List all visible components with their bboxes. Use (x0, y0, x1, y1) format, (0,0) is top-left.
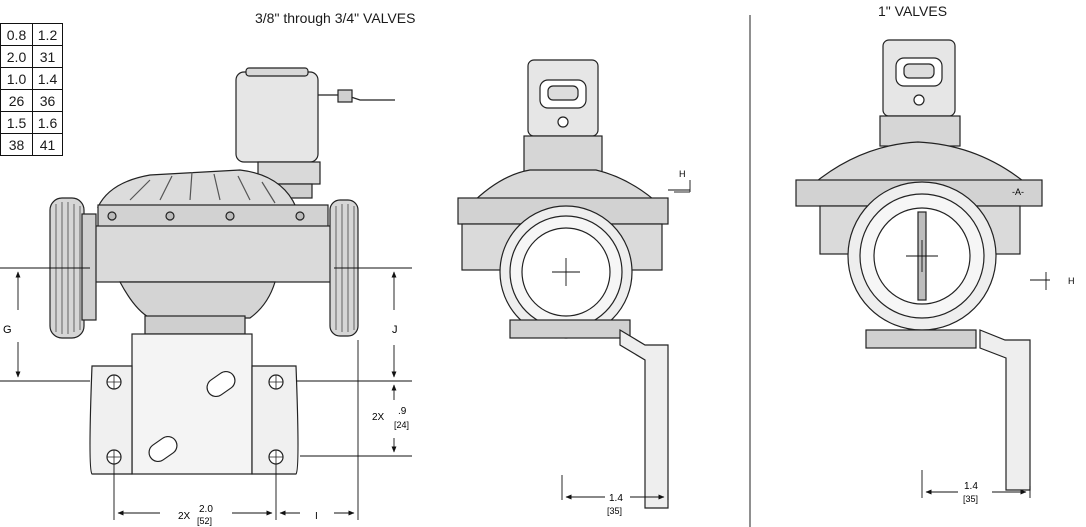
table-cell: 41 (32, 133, 63, 156)
dim-H-mid-label: H (679, 169, 686, 179)
end-view-dimensions (552, 180, 691, 500)
bracket-mid-mm: [35] (607, 506, 622, 516)
bracket-right-mm: [35] (963, 494, 978, 504)
large-view-dimensions (906, 240, 1050, 498)
dim-H-right-label: H (1068, 276, 1075, 286)
dim-G-label: G (3, 324, 12, 336)
slot-spacing-prefix: 2X (372, 412, 385, 423)
slot-spacing-mm: [24] (394, 420, 409, 430)
table-cell: 0.8 (0, 23, 33, 46)
end-view-small-valve (457, 59, 669, 509)
dim-J-label: J (392, 324, 398, 336)
table-cell: 1.4 (32, 67, 63, 90)
slot-spacing-inch: .9 (398, 406, 407, 417)
table-cell: 1.6 (32, 111, 63, 134)
side-view-dimensions (0, 267, 412, 520)
small-valves-title: 3/8" through 3/4" VALVES (255, 10, 416, 26)
side-view-small-valve (49, 67, 395, 475)
datum-A-marker: -A- (1012, 187, 1024, 197)
dim-I-label: I (315, 511, 318, 522)
end-view-large-valve (795, 39, 1043, 491)
bolt-spacing-prefix: 2X (178, 511, 191, 522)
bolt-spacing-mm: [52] (197, 516, 212, 526)
bolt-spacing-inch: 2.0 (199, 504, 213, 515)
solenoid-coil (235, 71, 319, 163)
table-cell: 1.0 (0, 67, 33, 90)
table-cell: 38 (0, 133, 33, 156)
bracket-right-inch: 1.4 (964, 481, 978, 492)
large-valves-title: 1" VALVES (878, 3, 948, 19)
bracket-mid-inch: 1.4 (609, 493, 623, 504)
